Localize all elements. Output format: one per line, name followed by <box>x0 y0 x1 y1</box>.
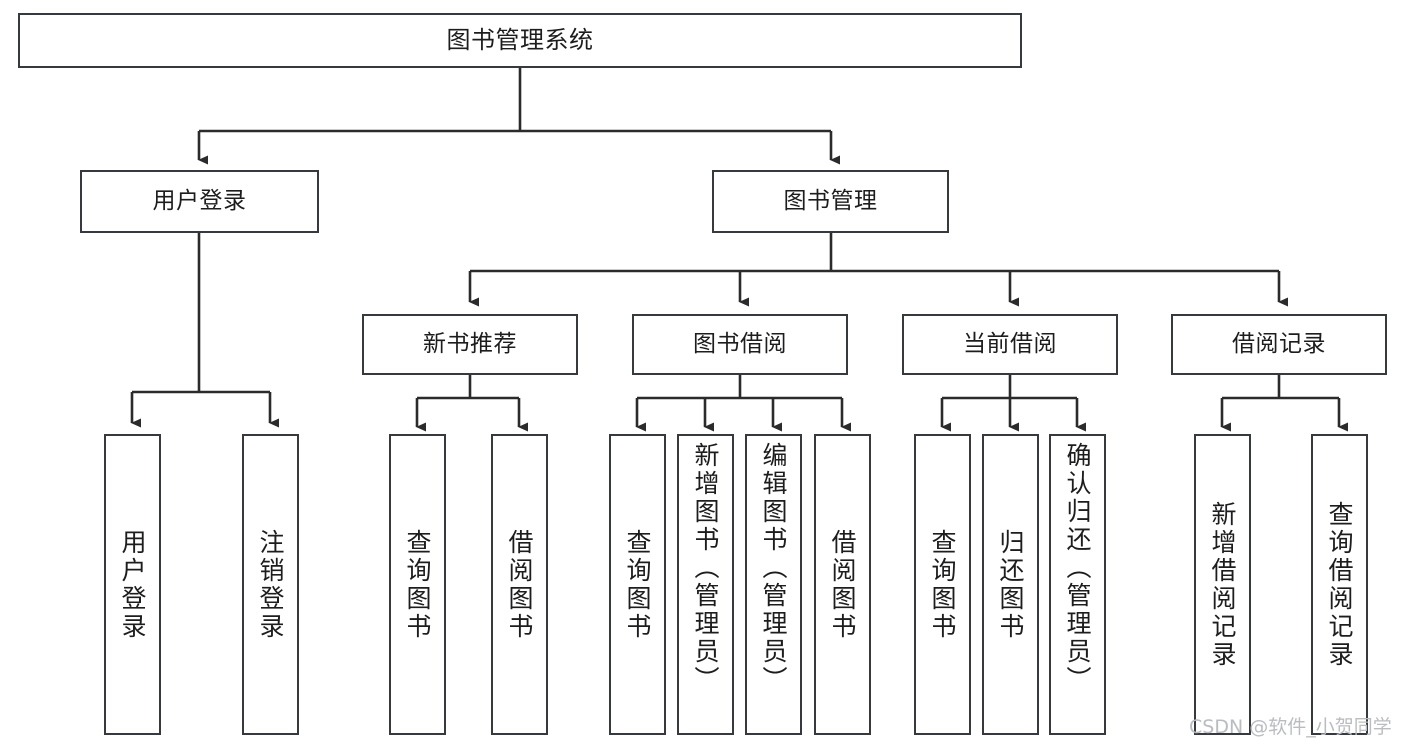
node-leaf-return-book[interactable]: 归还图书 <box>982 434 1039 735</box>
node-new-book-recommend[interactable]: 新书推荐 <box>362 314 578 375</box>
node-leaf-query-book-3[interactable]: 查询图书 <box>914 434 971 735</box>
node-label: 当前借阅 <box>963 330 1057 357</box>
node-label: 新增图书（管理员） <box>691 442 720 694</box>
node-label: 编辑图书（管理员） <box>759 442 788 694</box>
node-leaf-borrow-book-2[interactable]: 借阅图书 <box>814 434 871 735</box>
node-label: 查询借阅记录 <box>1325 500 1354 669</box>
node-leaf-add-book[interactable]: 新增图书（管理员） <box>677 434 734 735</box>
node-leaf-confirm-return[interactable]: 确认归还（管理员） <box>1049 434 1106 735</box>
node-leaf-query-book-1[interactable]: 查询图书 <box>389 434 446 735</box>
node-label: 借阅图书 <box>505 528 534 641</box>
node-label: 归还图书 <box>996 528 1025 641</box>
node-label: 用户登录 <box>152 187 247 214</box>
watermark-csdn: CSDN @软件_小贺同学 <box>1189 716 1392 738</box>
node-leaf-query-record[interactable]: 查询借阅记录 <box>1311 434 1368 735</box>
node-label: 新书推荐 <box>423 330 517 357</box>
node-label: 借阅记录 <box>1232 330 1326 357</box>
node-root-system[interactable]: 图书管理系统 <box>18 13 1022 68</box>
node-leaf-add-record[interactable]: 新增借阅记录 <box>1194 434 1251 735</box>
node-label: 注销登录 <box>256 528 285 641</box>
node-borrow-record[interactable]: 借阅记录 <box>1171 314 1387 375</box>
node-leaf-user-login[interactable]: 用户登录 <box>104 434 161 735</box>
node-label: 用户登录 <box>118 528 147 641</box>
node-label: 查询图书 <box>623 528 652 641</box>
node-label: 借阅图书 <box>828 528 857 641</box>
node-label: 图书管理系统 <box>446 26 594 55</box>
node-book-management[interactable]: 图书管理 <box>712 170 949 233</box>
node-label: 确认归还（管理员） <box>1063 442 1092 694</box>
node-leaf-query-book-2[interactable]: 查询图书 <box>609 434 666 735</box>
node-leaf-user-logout[interactable]: 注销登录 <box>242 434 299 735</box>
node-current-borrow[interactable]: 当前借阅 <box>902 314 1118 375</box>
node-label: 查询图书 <box>928 528 957 641</box>
node-label: 查询图书 <box>403 528 432 641</box>
node-label: 新增借阅记录 <box>1208 500 1237 669</box>
node-leaf-edit-book[interactable]: 编辑图书（管理员） <box>745 434 802 735</box>
node-label: 图书管理 <box>783 187 878 214</box>
node-user-login[interactable]: 用户登录 <box>80 170 319 233</box>
node-label: 图书借阅 <box>693 330 787 357</box>
node-leaf-borrow-book-1[interactable]: 借阅图书 <box>491 434 548 735</box>
node-book-borrow[interactable]: 图书借阅 <box>632 314 848 375</box>
